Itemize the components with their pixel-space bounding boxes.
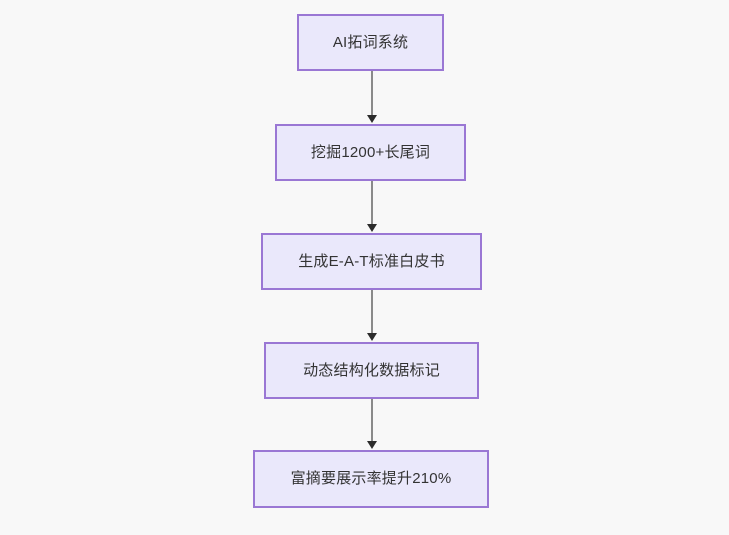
arrowhead-icon [367, 224, 377, 232]
node-label: 动态结构化数据标记 [303, 361, 440, 379]
node-label: 挖掘1200+长尾词 [310, 143, 431, 161]
flowchart-node-5[interactable]: 富摘要展示率提升210% [253, 450, 489, 508]
arrowhead-icon [367, 333, 377, 341]
node-label: 生成E-A-T标准白皮书 [298, 252, 445, 270]
flowchart-node-3[interactable]: 生成E-A-T标准白皮书 [261, 233, 482, 290]
flowchart-node-4[interactable]: 动态结构化数据标记 [264, 342, 479, 399]
flowchart-node-1[interactable]: AI拓词系统 [297, 14, 444, 71]
edge-line [371, 71, 373, 116]
edge-line [371, 181, 373, 225]
arrowhead-icon [367, 441, 377, 449]
edge-line [371, 290, 373, 334]
flowchart-node-2[interactable]: 挖掘1200+长尾词 [275, 124, 466, 181]
arrowhead-icon [367, 115, 377, 123]
edge-line [371, 399, 373, 442]
node-label: AI拓词系统 [332, 33, 409, 51]
node-label: 富摘要展示率提升210% [290, 470, 452, 488]
